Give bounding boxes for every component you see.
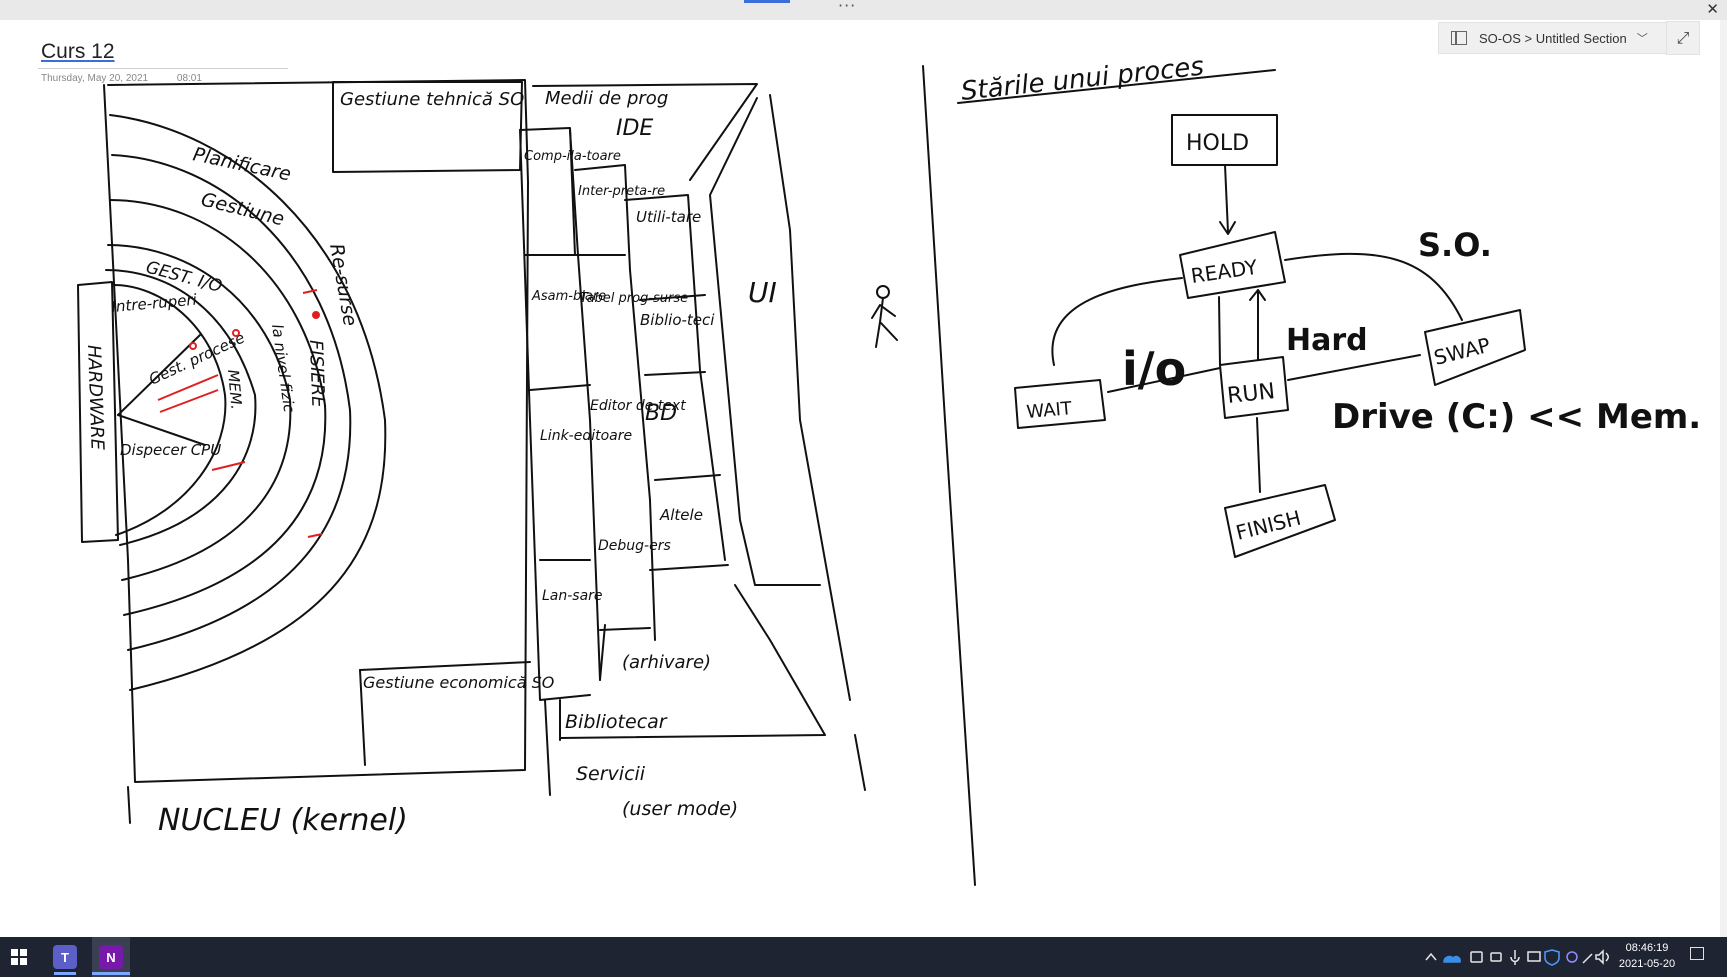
ink-strokes-left bbox=[77, 65, 976, 886]
ink-text-right: Stările unui proces HOLD READY RUN WAIT … bbox=[960, 60, 1702, 545]
onedrive-icon[interactable] bbox=[1443, 955, 1461, 963]
ink-asamblare: Asam-blare bbox=[531, 289, 606, 304]
ink-mem: MEM. bbox=[224, 369, 245, 411]
run-box bbox=[1219, 356, 1289, 419]
window-top-bar: ··· ✕ bbox=[0, 0, 1727, 20]
windows-logo-icon bbox=[11, 949, 27, 965]
ink-interpretare: Inter-preta-re bbox=[578, 184, 665, 199]
ink-bibliotecar: Bibliotecar bbox=[565, 711, 668, 733]
wifi-icon[interactable] bbox=[1582, 953, 1593, 964]
chevron-down-icon: ﹀ bbox=[1636, 32, 1648, 45]
ink-planificare: Planificare bbox=[191, 143, 293, 185]
ink-nucleu-kernel: NUCLEU (kernel) bbox=[158, 803, 408, 838]
state-run: RUN bbox=[1226, 379, 1276, 409]
close-icon[interactable]: ✕ bbox=[1706, 0, 1719, 18]
ink-dispecer-cpu: Dispecer CPU bbox=[120, 441, 221, 459]
ink-text-left: Planificare Gestiune Re-surse GEST. I/O … bbox=[83, 88, 777, 838]
ink-hardware: HARDWARE bbox=[83, 344, 108, 451]
taskbar: T N 08:46:19 2021-05-20 bbox=[0, 937, 1727, 977]
ink-ui: UI bbox=[748, 276, 777, 309]
vertical-scrollbar[interactable] bbox=[1720, 20, 1727, 937]
chevron-up-icon[interactable] bbox=[1425, 952, 1437, 961]
ink-biblioteci: Biblio-teci bbox=[640, 311, 715, 329]
ink-tabel-programe: Tabel prog-surse bbox=[580, 291, 688, 306]
ink-bd: BD bbox=[645, 401, 677, 426]
taskbar-app-onenote[interactable]: N bbox=[92, 937, 130, 977]
ink-gestiune: Gestiune bbox=[199, 189, 287, 231]
defender-icon[interactable] bbox=[1544, 949, 1560, 966]
ink-ide: IDE bbox=[616, 116, 653, 141]
ink-fisiere: FISIERE bbox=[305, 339, 328, 408]
more-options-icon[interactable]: ··· bbox=[838, 0, 857, 15]
state-ready: READY bbox=[1189, 255, 1259, 288]
taskbar-app-teams[interactable]: T bbox=[48, 937, 82, 977]
expand-icon: ⤢ bbox=[1676, 28, 1690, 47]
ink-canvas[interactable]: Planificare Gestiune Re-surse GEST. I/O … bbox=[0, 60, 1727, 937]
system-tray bbox=[1425, 949, 1609, 966]
page-timestamp: Thursday, May 20, 2021 08:01 bbox=[41, 73, 228, 84]
state-finish: FINISH bbox=[1233, 506, 1303, 545]
ink-user-mode: (user mode) bbox=[622, 798, 738, 820]
ink-editoare-de-text: Editor de text bbox=[590, 398, 686, 414]
ink-la-nivel-fizic: la nivel fizic bbox=[268, 323, 298, 414]
microphone-icon[interactable] bbox=[1510, 950, 1520, 965]
page-time: 08:01 bbox=[176, 73, 202, 84]
teams-icon: T bbox=[53, 945, 77, 969]
ink-lansare: Lan-sare bbox=[542, 588, 603, 604]
wait-box bbox=[1014, 379, 1106, 429]
label-hard: Hard bbox=[1286, 323, 1368, 358]
ink-altele: Altele bbox=[659, 506, 703, 524]
teams-tray-icon[interactable] bbox=[1566, 951, 1578, 963]
title-divider bbox=[38, 68, 288, 69]
breadcrumb-label: SO-OS > Untitled Section bbox=[1479, 30, 1627, 46]
ink-servicii: Servicii bbox=[576, 763, 646, 785]
ink-resurse: Re-surse bbox=[325, 242, 361, 328]
ink-red-marks bbox=[157, 289, 323, 538]
active-tab-indicator bbox=[744, 0, 790, 3]
clock-date: 2021-05-20 bbox=[1618, 958, 1676, 970]
ink-gestiune-economica: Gestiune economică SO bbox=[363, 673, 554, 692]
network-icon[interactable] bbox=[1527, 951, 1541, 962]
ink-utilitare: Utili-tare bbox=[636, 208, 701, 226]
state-hold: HOLD bbox=[1186, 131, 1249, 156]
volume-icon[interactable] bbox=[1595, 949, 1609, 965]
ready-box bbox=[1179, 231, 1286, 299]
notebook-icon bbox=[1451, 31, 1467, 45]
meet-now-icon[interactable] bbox=[1470, 951, 1483, 963]
finish-box bbox=[1224, 484, 1336, 558]
state-wait: WAIT bbox=[1026, 398, 1074, 423]
ink-strokes-right bbox=[957, 69, 1526, 558]
ink-intreruperi: Intre-ruperi bbox=[111, 291, 198, 316]
state-swap: SWAP bbox=[1431, 333, 1492, 370]
swap-box bbox=[1424, 309, 1526, 386]
full-page-view-button[interactable]: ⤢ bbox=[1666, 21, 1700, 55]
ink-heading: Stările unui proces bbox=[960, 60, 1206, 107]
system-clock[interactable]: 08:46:19 2021-05-20 bbox=[1612, 940, 1682, 972]
ink-arhivare: (arhivare) bbox=[622, 652, 711, 673]
notebook-section-selector[interactable]: SO-OS > Untitled Section ﹀ bbox=[1438, 22, 1686, 54]
page-date: Thursday, May 20, 2021 bbox=[41, 73, 149, 84]
ink-medii-de-prog: Medii de prog bbox=[545, 88, 668, 109]
ink-compilatoare: Comp-ila-toare bbox=[524, 149, 621, 164]
ink-gestiune-tehnica: Gestiune tehnică SO bbox=[340, 89, 524, 110]
page-title[interactable]: Curs 12 bbox=[41, 40, 115, 63]
label-drive-mem: Drive (C:) << Mem. bbox=[1332, 397, 1701, 437]
onenote-icon: N bbox=[99, 945, 123, 969]
camera-icon[interactable] bbox=[1490, 952, 1502, 962]
start-button[interactable] bbox=[0, 937, 38, 977]
ink-debuggers: Debug-ers bbox=[598, 538, 671, 554]
onenote-active-indicator bbox=[92, 972, 130, 975]
label-so: S.O. bbox=[1418, 226, 1492, 264]
clock-time: 08:46:19 bbox=[1625, 942, 1669, 954]
notifications-icon[interactable] bbox=[1690, 947, 1704, 960]
ink-linkeditoare: Link-editoare bbox=[540, 428, 632, 444]
label-io: i/o bbox=[1122, 342, 1186, 396]
teams-running-indicator bbox=[54, 972, 76, 975]
